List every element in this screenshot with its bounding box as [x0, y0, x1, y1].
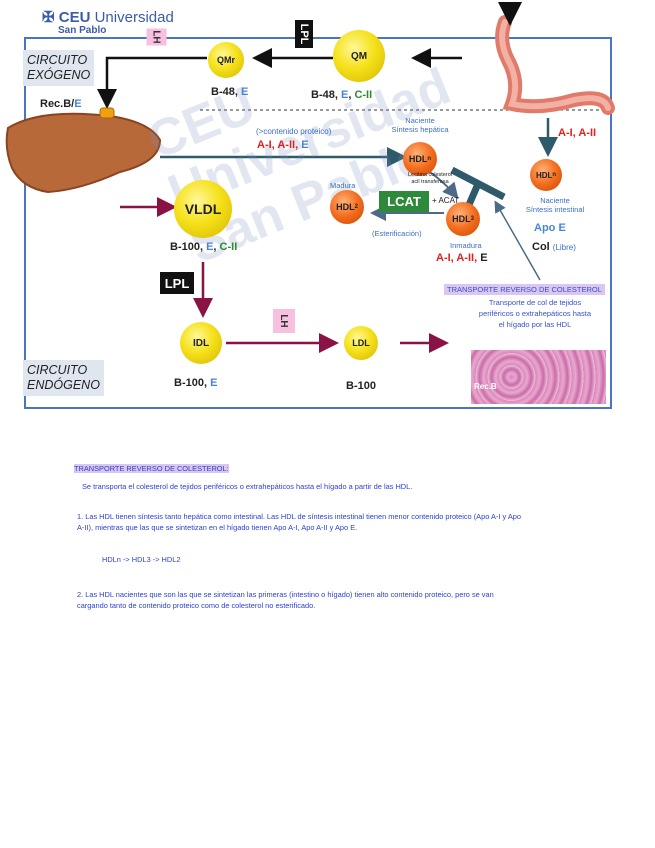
- idl-particle: IDL: [180, 322, 222, 364]
- qmr-apo-label: B-48, E: [211, 86, 249, 98]
- notes-hdl-sequence: HDLn -> HDL3 -> HDL2: [102, 555, 181, 564]
- protein-content-note: (>contenido proteico): [256, 127, 332, 136]
- peripheral-tissue-image: Rec.B: [471, 350, 606, 404]
- notes-title: TRANSPORTE REVERSO DE COLESTEROL:: [74, 464, 229, 473]
- ldl-apo-label: B-100: [346, 380, 376, 392]
- intestinal-apo-label: A-I, A-II: [558, 127, 597, 139]
- lcat-enzyme-tag: LCAT: [379, 191, 429, 212]
- vldl-apo-label: B-100, E, C-II: [170, 241, 238, 253]
- lpl-tag-mid: LPL: [160, 272, 194, 294]
- free-cholesterol-label: Col (Libre): [532, 241, 576, 253]
- intestinal-nascent-note: Naciente Síntesis intestinal: [525, 196, 585, 214]
- tissue-receptor-label: Rec.B: [474, 382, 497, 391]
- hepatic-hdl-apo: A-I, A-II, E: [257, 139, 309, 151]
- hdl3-immature-label: Inmadura: [450, 241, 482, 250]
- lh-tag-mid: LH: [273, 309, 295, 333]
- acat-label: + ACAT: [432, 196, 460, 205]
- lpl-tag-top: LPL: [295, 20, 313, 48]
- logo-subtitle: San Pablo: [58, 25, 107, 36]
- hepatic-nascent-note: Naciente Síntesis hepática: [391, 116, 449, 134]
- qm-apo-label: B-48, E, C-II: [311, 89, 373, 101]
- hdl3-apo-label: A-I, A-II, E: [436, 252, 488, 264]
- notes-intro: Se transporta el colesterol de tejidos p…: [82, 482, 413, 491]
- ldl-particle: LDL: [344, 326, 378, 360]
- logo-name: Universidad: [94, 9, 174, 26]
- qmr-particle: QMr: [208, 42, 244, 78]
- lcat-full-name: Lecitina colesterol acil transferasa: [407, 172, 453, 185]
- lh-tag-top: LH: [146, 28, 167, 46]
- hdl2-mature-label: Madura: [330, 181, 356, 190]
- qm-particle: QM: [333, 30, 385, 82]
- logo-brand: CEU: [58, 9, 91, 26]
- liver-receptor-label: Rec.B/E: [40, 98, 82, 110]
- notes-paragraph-1: 1. Las HDL tienen síntesis tanto hepátic…: [77, 512, 521, 532]
- vldl-particle: VLDL: [174, 180, 232, 238]
- notes-paragraph-2: 2. Las HDL nacientes que son las que se …: [77, 590, 494, 610]
- apo-e-label: Apo E: [534, 222, 566, 234]
- ceu-logo: ✠ CEU Universidad: [42, 8, 174, 26]
- diagram-frame: [24, 37, 612, 409]
- circuit-endogenous-label: CIRCUITO ENDÓGENO: [23, 360, 104, 396]
- reverse-transport-title: TRANSPORTE REVERSO DE COLESTEROL: [444, 284, 605, 295]
- logo-icon: ✠: [42, 9, 55, 26]
- circuit-exogenous-label: CIRCUITO EXÓGENO: [23, 50, 95, 86]
- idl-apo-label: B-100, E: [174, 377, 218, 389]
- esterification-label: (Esterificación): [372, 229, 422, 238]
- reverse-transport-description: Transporte de col de tejidos periféricos…: [478, 298, 592, 329]
- diagram-arrows: [5, 2, 615, 353]
